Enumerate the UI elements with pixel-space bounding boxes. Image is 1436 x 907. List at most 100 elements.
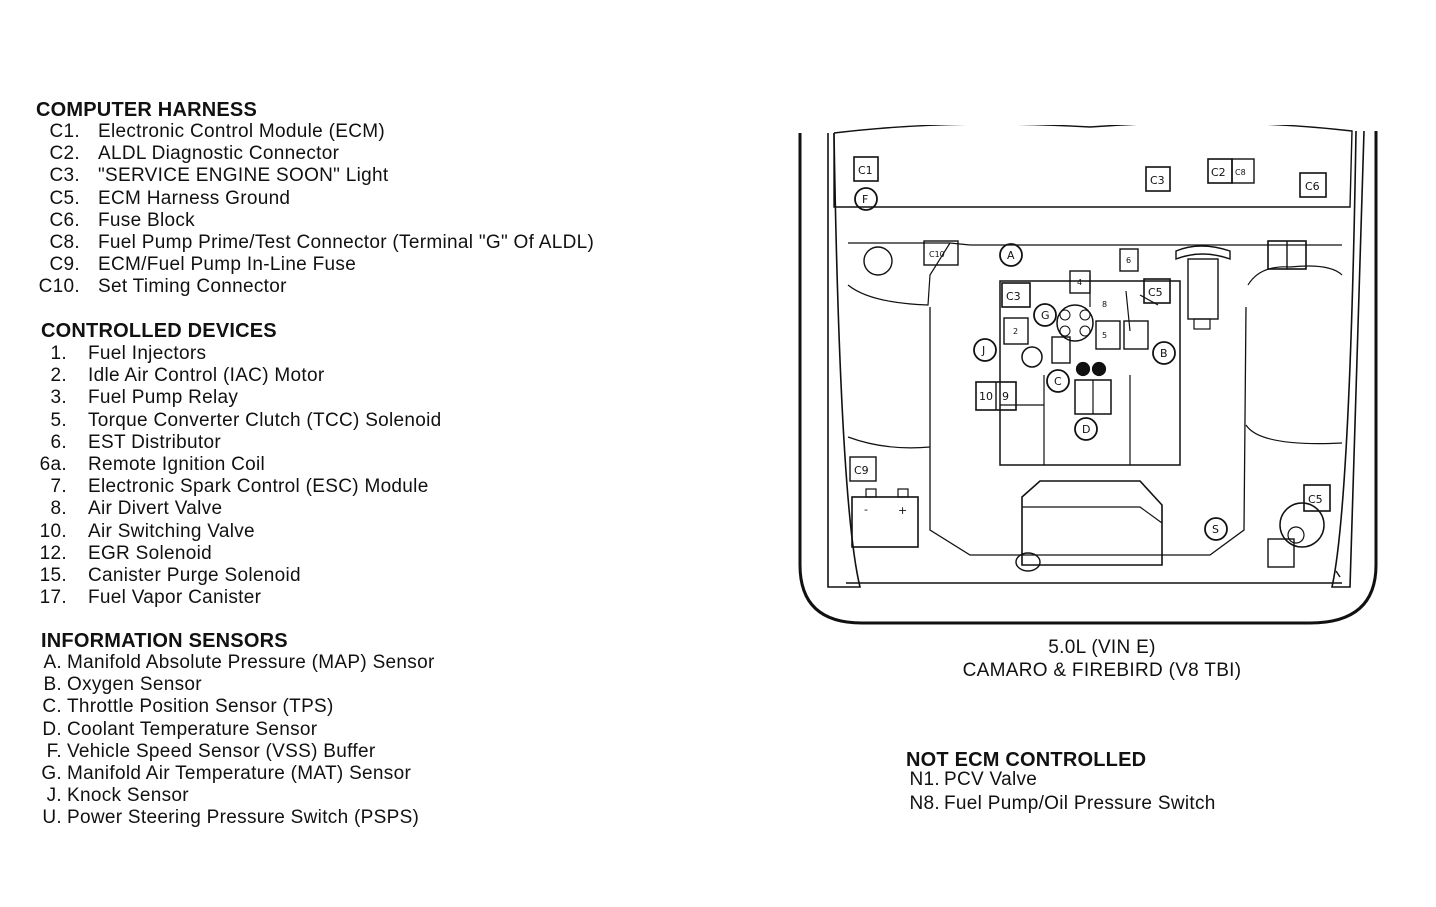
item-text: EST Distributor bbox=[88, 431, 221, 453]
item-text: Fuel Pump Relay bbox=[88, 387, 239, 409]
item-text: "SERVICE ENGINE SOON" Light bbox=[98, 165, 389, 187]
right-inner-panel bbox=[1247, 265, 1343, 286]
label-c10: C10 bbox=[929, 250, 945, 259]
diagram-caption-vehicle: CAMARO & FIREBIRD (V8 TBI) bbox=[962, 660, 1242, 681]
item-text: Fuel Pump Prime/Test Connector (Terminal… bbox=[98, 232, 595, 253]
left-inner-lower bbox=[847, 436, 931, 449]
label-c3-top: C3 bbox=[1150, 174, 1165, 187]
item-text: Fuel Injectors bbox=[88, 343, 207, 364]
engine-bay-outline bbox=[848, 242, 1342, 246]
left-reservoir bbox=[863, 246, 893, 276]
item-code: 2. bbox=[50, 365, 67, 387]
item-text: Knock Sensor bbox=[67, 785, 189, 807]
item-text: Coolant Temperature Sensor bbox=[67, 718, 318, 740]
item-code: C9. bbox=[49, 254, 80, 276]
item-code: 5. bbox=[50, 409, 67, 431]
item-code: 1. bbox=[50, 343, 67, 364]
item-text: EGR Solenoid bbox=[88, 542, 213, 564]
item-text: Fuse Block bbox=[98, 209, 195, 231]
item-text: Idle Air Control (IAC) Motor bbox=[88, 365, 325, 387]
label-circle-a: A bbox=[1007, 249, 1015, 262]
item-text: Set Timing Connector bbox=[98, 276, 287, 298]
label-c5-engine: C5 bbox=[1148, 286, 1163, 299]
item-code: C1. bbox=[49, 121, 80, 142]
label-circle-b: B bbox=[1160, 347, 1168, 360]
item-code: C3. bbox=[49, 165, 80, 187]
label-box-4: 4 bbox=[1077, 278, 1082, 287]
label-box-10: 10 bbox=[979, 390, 993, 403]
label-c6: C6 bbox=[1305, 180, 1320, 193]
item-text: Vehicle Speed Sensor (VSS) Buffer bbox=[67, 740, 376, 762]
item-code: J. bbox=[46, 785, 62, 807]
left-fender-outline bbox=[827, 132, 862, 588]
item-code: 7. bbox=[50, 476, 67, 498]
fuel-vapor-canister bbox=[1175, 245, 1231, 261]
item-code: 3. bbox=[50, 387, 67, 409]
item-code: 10. bbox=[39, 520, 67, 542]
computer-harness-heading: COMPUTER HARNESS bbox=[36, 99, 257, 121]
item-text: Electronic Control Module (ECM) bbox=[98, 121, 385, 142]
item-text: Oxygen Sensor bbox=[67, 674, 202, 696]
item-code: F. bbox=[46, 740, 62, 762]
battery-plus-label: + bbox=[898, 504, 907, 517]
item-code: 6. bbox=[50, 431, 67, 453]
vehicle-outline bbox=[798, 131, 1378, 625]
label-circle-c: C bbox=[1054, 375, 1062, 388]
label-c1: C1 bbox=[858, 164, 873, 177]
label-circle-s: S bbox=[1212, 523, 1219, 536]
right-inner-lower bbox=[1245, 424, 1343, 445]
item-text: ECM/Fuel Pump In-Line Fuse bbox=[98, 254, 357, 276]
item-text: Manifold Air Temperature (MAT) Sensor bbox=[67, 763, 412, 784]
item-code: B. bbox=[43, 674, 62, 696]
item-code: 6a. bbox=[39, 454, 67, 475]
label-box-9: 9 bbox=[1002, 390, 1009, 403]
left-inner-panel bbox=[847, 242, 951, 306]
label-circle-g: G bbox=[1041, 309, 1050, 322]
item-text: Power Steering Pressure Switch (PSPS) bbox=[67, 807, 420, 829]
item-text: ECM Harness Ground bbox=[98, 187, 291, 209]
item-code: 12. bbox=[39, 542, 67, 564]
item-code: D. bbox=[42, 718, 62, 740]
cowl-panel bbox=[833, 125, 1353, 208]
item-code: N1. bbox=[909, 769, 940, 790]
information-sensors-heading: INFORMATION SENSORS bbox=[41, 630, 288, 652]
item-code: 17. bbox=[39, 587, 67, 609]
label-circle-d: D bbox=[1082, 423, 1090, 436]
left-wheelwell bbox=[929, 306, 1247, 556]
item-text: Canister Purge Solenoid bbox=[88, 565, 301, 586]
item-text: Remote Ignition Coil bbox=[88, 454, 266, 475]
label-box-5: 5 bbox=[1102, 331, 1107, 340]
item-code: C10. bbox=[38, 276, 80, 298]
item-code: U. bbox=[42, 807, 62, 829]
item-code: G. bbox=[41, 763, 62, 784]
item-text: Air Divert Valve bbox=[88, 498, 223, 520]
label-c2: C2 bbox=[1211, 166, 1226, 179]
item-text: ALDL Diagnostic Connector bbox=[98, 143, 340, 165]
radiator bbox=[1021, 480, 1163, 566]
item-text: Fuel Pump/Oil Pressure Switch bbox=[944, 793, 1216, 814]
label-c3-engine: C3 bbox=[1006, 290, 1021, 303]
label-small-8: 8 bbox=[1102, 300, 1107, 309]
battery bbox=[851, 496, 919, 548]
label-c9: C9 bbox=[854, 464, 869, 477]
item-text: Electronic Spark Control (ESC) Module bbox=[88, 476, 429, 498]
item-code: C8. bbox=[49, 232, 80, 253]
item-text: Throttle Position Sensor (TPS) bbox=[67, 696, 334, 718]
label-box-6: 6 bbox=[1126, 256, 1131, 265]
item-text: Fuel Vapor Canister bbox=[88, 587, 262, 609]
controlled-devices-heading: CONTROLLED DEVICES bbox=[41, 320, 277, 342]
item-text: Manifold Absolute Pressure (MAP) Sensor bbox=[67, 652, 435, 673]
item-text: PCV Valve bbox=[944, 769, 1038, 790]
item-code: C6. bbox=[49, 209, 80, 231]
item-text: Air Switching Valve bbox=[88, 520, 255, 542]
item-code: 15. bbox=[39, 565, 67, 586]
engine-block bbox=[999, 280, 1181, 466]
label-c5-battery: C5 bbox=[1308, 493, 1323, 506]
label-circle-j: J bbox=[981, 344, 985, 357]
item-code: N8. bbox=[909, 793, 940, 814]
right-fender-outline bbox=[1331, 130, 1365, 588]
item-code: A. bbox=[43, 652, 62, 673]
label-box-2: 2 bbox=[1013, 327, 1018, 336]
diagram-caption-engine: 5.0L (VIN E) bbox=[1048, 637, 1156, 658]
not-ecm-controlled-heading: NOT ECM CONTROLLED bbox=[906, 749, 1147, 771]
